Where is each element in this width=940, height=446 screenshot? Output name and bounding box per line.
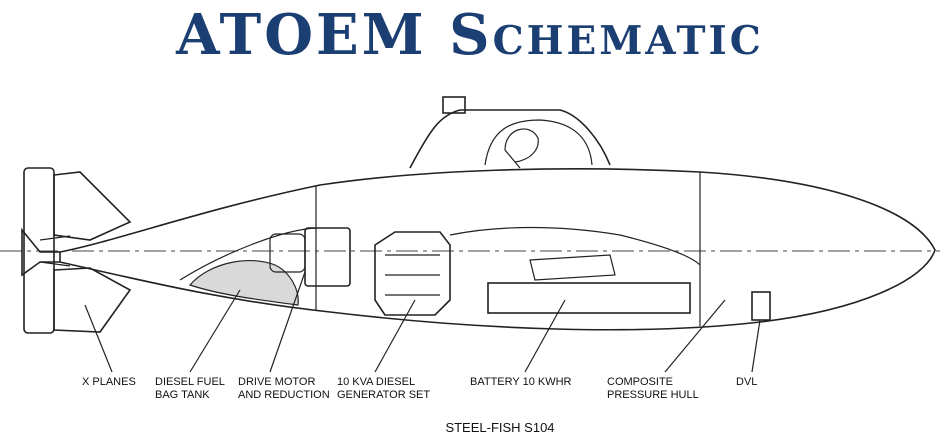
internal-frame (449, 226, 701, 266)
label-dvl: DVL (736, 376, 757, 388)
diagram-caption: STEEL-FISH S104 (445, 420, 554, 435)
lower-x-plane (53, 267, 132, 333)
leader-x-planes (84, 304, 113, 373)
label-generator-line1: 10 KVA DIESEL (337, 376, 415, 388)
control-seat (529, 254, 616, 281)
tail-cone-lines (39, 235, 71, 267)
hull-outline (59, 168, 936, 331)
generator-detail (385, 254, 440, 296)
leader-hull (664, 299, 726, 373)
label-diesel-fuel-line2: BAG TANK (155, 389, 210, 401)
battery (487, 282, 691, 314)
label-drive-motor-line1: DRIVE MOTOR (238, 376, 315, 388)
label-battery: BATTERY 10 KWHR (470, 376, 572, 388)
label-generator-line2: GENERATOR SET (337, 389, 430, 401)
label-diesel-fuel-line1: DIESEL FUEL (155, 376, 225, 388)
aft-compartment-line (179, 227, 317, 281)
leader-battery (524, 299, 566, 373)
motor-reduction-gear (269, 233, 306, 273)
drive-motor (304, 227, 351, 287)
canopy (484, 119, 593, 166)
sail (409, 109, 611, 169)
page-title: ATOEM Schematic (176, 2, 764, 68)
leader-dvl (751, 319, 761, 373)
diesel-fuel-bag-tank (188, 259, 299, 306)
pilot-figure (504, 128, 539, 169)
leader-drive-motor (269, 271, 306, 373)
upper-x-plane (53, 171, 132, 241)
label-hull-line2: PRESSURE HULL (607, 389, 699, 401)
generator-set (374, 231, 451, 316)
propeller-shroud (23, 167, 55, 334)
label-hull-line1: COMPOSITE (607, 376, 673, 388)
periscope (442, 96, 466, 114)
leader-generator (374, 299, 416, 373)
label-x-planes: X PLANES (82, 376, 136, 388)
leader-diesel-fuel (189, 289, 241, 373)
dvl-unit (751, 291, 771, 321)
label-drive-motor-line2: AND REDUCTION (238, 389, 330, 401)
